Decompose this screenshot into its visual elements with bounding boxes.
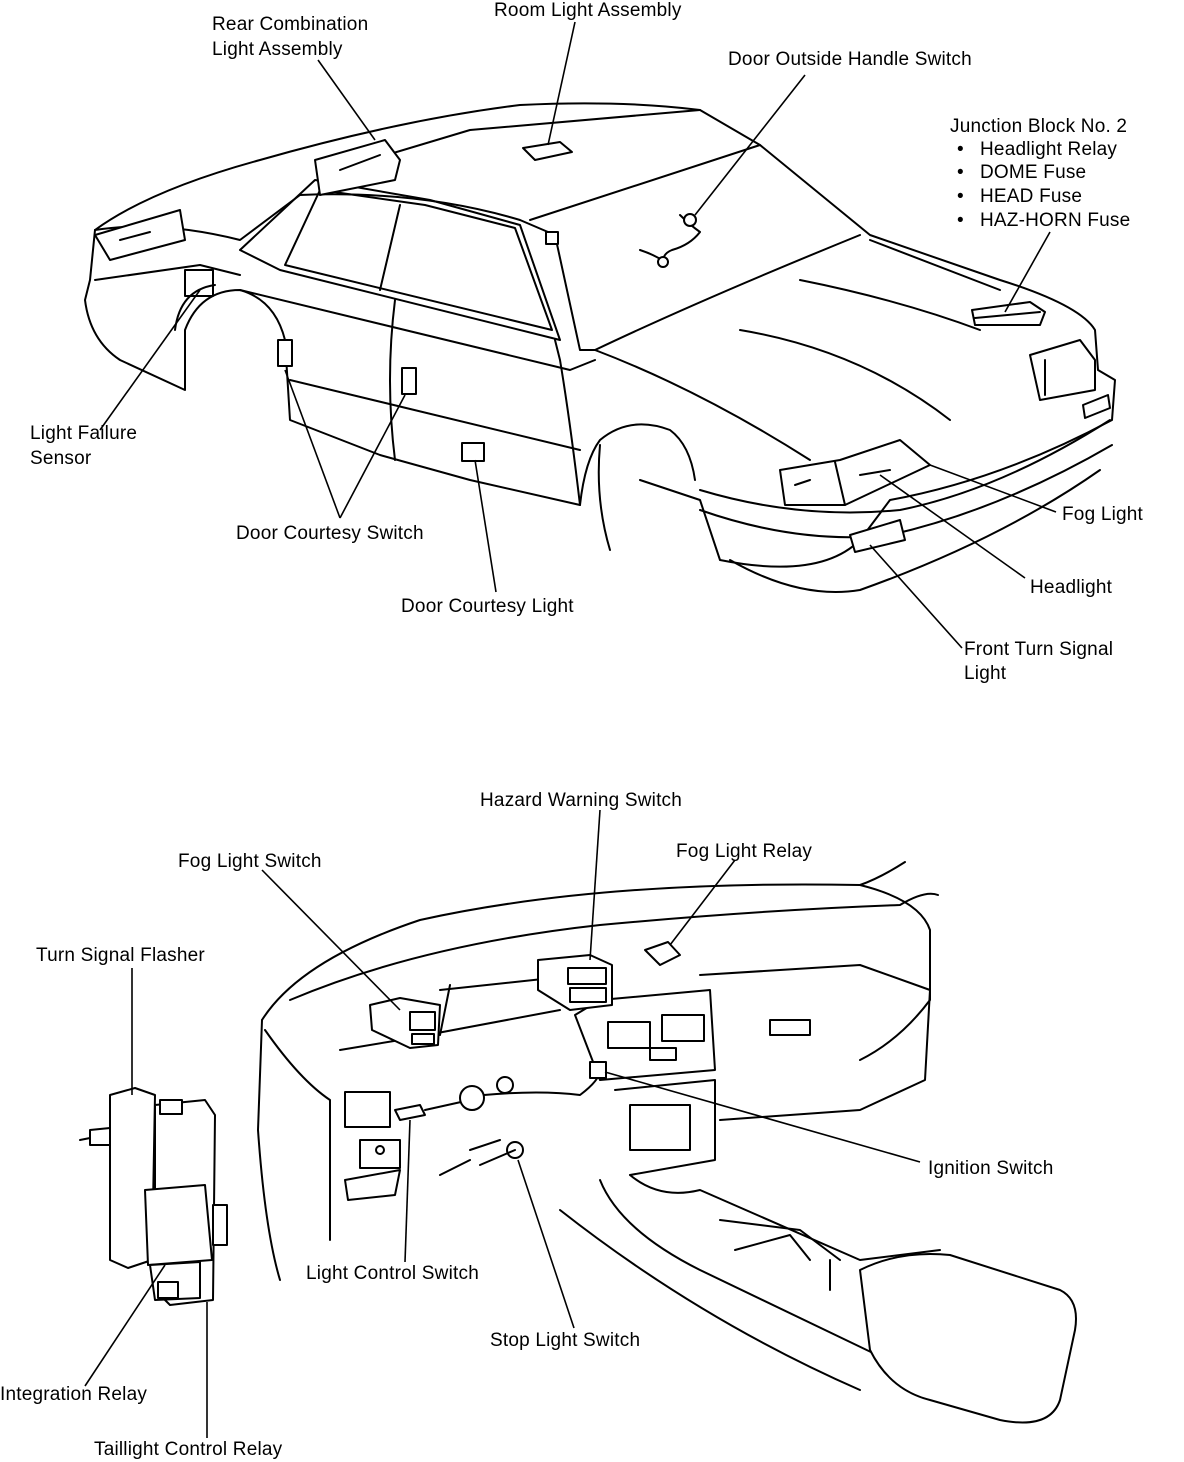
bullet-icon: • bbox=[957, 186, 964, 207]
relay-assembly-illustration bbox=[79, 1087, 228, 1306]
label-junction-item: Headlight Relay bbox=[980, 139, 1117, 160]
label-light-failure-2: Sensor bbox=[30, 448, 92, 469]
label-integration-relay: Integration Relay bbox=[0, 1384, 147, 1405]
dashboard-illustration bbox=[257, 861, 1077, 1424]
dash-labels: Hazard Warning Switch Fog Light Switch F… bbox=[0, 790, 1054, 1460]
bullet-icon: • bbox=[957, 139, 964, 160]
label-light-control-switch: Light Control Switch bbox=[306, 1263, 479, 1284]
bullet-icon: • bbox=[957, 162, 964, 183]
car-labels: Rear Combination Light Assembly Room Lig… bbox=[30, 0, 1144, 684]
car-illustration bbox=[84, 102, 1116, 593]
label-headlight: Headlight bbox=[1030, 577, 1113, 598]
dash-leader-lines bbox=[84, 809, 921, 1438]
label-junction-item: HAZ-HORN Fuse bbox=[980, 210, 1130, 231]
label-fog-light-relay: Fog Light Relay bbox=[676, 841, 812, 862]
label-junction-block: Junction Block No. 2 bbox=[950, 116, 1127, 137]
label-door-courtesy-light: Door Courtesy Light bbox=[401, 596, 574, 617]
label-light-failure-1: Light Failure bbox=[30, 423, 137, 444]
label-junction-item: HEAD Fuse bbox=[980, 186, 1082, 207]
label-fog-light: Fog Light bbox=[1062, 504, 1144, 525]
label-taillight-control-relay: Taillight Control Relay bbox=[94, 1439, 283, 1460]
label-door-outside-handle: Door Outside Handle Switch bbox=[728, 49, 972, 70]
bullet-icon: • bbox=[957, 210, 964, 231]
label-door-courtesy-switch: Door Courtesy Switch bbox=[236, 523, 424, 544]
label-junction-item: DOME Fuse bbox=[980, 162, 1086, 183]
label-ignition-switch: Ignition Switch bbox=[928, 1158, 1054, 1179]
label-front-turn-signal-2: Light bbox=[964, 663, 1007, 684]
label-room-light: Room Light Assembly bbox=[494, 0, 682, 21]
label-rear-combination-2: Light Assembly bbox=[212, 39, 343, 60]
label-turn-signal-flasher: Turn Signal Flasher bbox=[36, 945, 205, 966]
label-hazard-warning: Hazard Warning Switch bbox=[480, 790, 682, 811]
label-fog-light-switch: Fog Light Switch bbox=[178, 851, 322, 872]
label-rear-combination-1: Rear Combination bbox=[212, 14, 368, 35]
car-leader-lines bbox=[99, 21, 1057, 649]
label-front-turn-signal-1: Front Turn Signal bbox=[964, 639, 1113, 660]
label-stop-light-switch: Stop Light Switch bbox=[490, 1330, 640, 1351]
